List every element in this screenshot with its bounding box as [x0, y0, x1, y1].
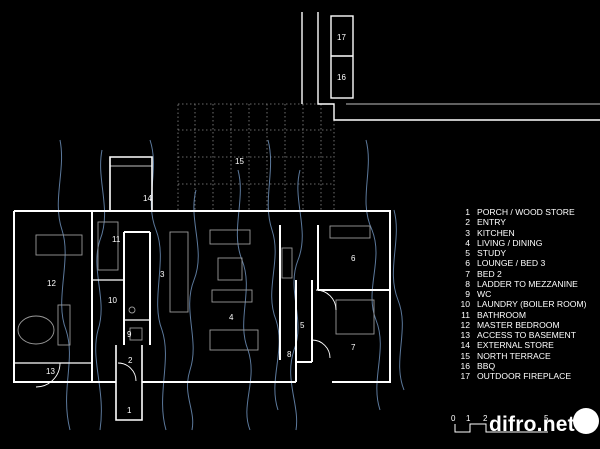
- legend-number: 3: [465, 227, 470, 238]
- legend-number: 2: [465, 217, 470, 228]
- room-legend: 1 PORCH / WOOD STORE 2 ENTRY 3 KITCHEN 4 LIV…: [454, 207, 587, 381]
- legend-number: 7: [465, 268, 470, 279]
- legend-item: 12 MASTER BEDROOM: [454, 320, 587, 330]
- room-label-15: 15: [235, 157, 244, 166]
- room-label-4: 4: [229, 313, 234, 322]
- legend-label: NORTH TERRACE: [477, 350, 551, 361]
- room-label-10: 10: [108, 296, 117, 305]
- legend-label: PORCH / WOOD STORE: [477, 207, 575, 217]
- scale-tick-0: 0: [451, 414, 456, 423]
- room-label-6: 6: [351, 254, 356, 263]
- legend-item: 7 BED 2: [454, 269, 587, 279]
- legend-label: ACCESS TO BASEMENT: [477, 330, 577, 340]
- legend-item: 3 KITCHEN: [454, 228, 587, 238]
- legend-label: LADDER TO MEZZANINE: [477, 278, 578, 289]
- legend-item: 1 PORCH / WOOD STORE: [454, 207, 587, 217]
- room-label-13: 13: [46, 367, 55, 376]
- legend-number: 11: [461, 309, 470, 320]
- legend-number: 12: [460, 319, 470, 330]
- legend-number: 4: [465, 237, 470, 248]
- legend-number: 16: [460, 360, 470, 371]
- legend-number: 17: [460, 371, 470, 381]
- legend-label: EXTERNAL STORE: [477, 340, 554, 351]
- legend-label: KITCHEN: [477, 227, 515, 238]
- legend-number: 10: [460, 299, 470, 310]
- furniture: [17, 221, 375, 351]
- legend-number: 5: [465, 248, 470, 258]
- legend-item: 5 STUDY: [454, 248, 587, 258]
- room-label-7: 7: [351, 343, 356, 352]
- door-swings: [35, 289, 337, 388]
- legend-label: BATHROOM: [477, 309, 527, 320]
- room-label-17: 17: [337, 33, 346, 42]
- legend-number: 15: [460, 350, 470, 361]
- legend-label: LIVING / DINING: [477, 237, 543, 248]
- scale-tick-2: 2: [483, 414, 488, 423]
- legend-label: BED 2: [477, 268, 502, 279]
- legend-item: 9 WC: [454, 289, 587, 299]
- legend-number: 1: [465, 207, 470, 217]
- scale-tick-5: 5: [544, 414, 549, 423]
- legend-item: 6 LOUNGE / BED 3: [454, 258, 587, 268]
- legend-number: 13: [460, 330, 470, 340]
- legend-item: 8 LADDER TO MEZZANINE: [454, 279, 587, 289]
- legend-label: ENTRY: [477, 217, 506, 228]
- external-store-walls: [109, 156, 153, 211]
- room-label-2: 2: [128, 356, 133, 365]
- scale-tick-1: 1: [466, 414, 471, 423]
- room-label-3: 3: [160, 270, 165, 279]
- legend-number: 14: [460, 340, 470, 351]
- legend-item: 10 LAUNDRY (BOILER ROOM): [454, 299, 587, 310]
- room-label-14: 14: [143, 194, 152, 203]
- legend-number: 9: [465, 289, 470, 299]
- legend-item: 11 BATHROOM: [454, 310, 587, 320]
- legend-number: 8: [465, 278, 470, 289]
- scale-bar: [454, 423, 548, 433]
- watermark-text: difro.net: [489, 413, 575, 436]
- bbq-fireplace-structure: [301, 12, 600, 121]
- room-label-12: 12: [47, 279, 56, 288]
- room-label-5: 5: [300, 321, 305, 330]
- legend-label: LAUNDRY (BOILER ROOM): [477, 299, 587, 310]
- house-walls: [13, 210, 391, 421]
- legend-item: 15 NORTH TERRACE: [454, 351, 587, 361]
- legend-label: WC: [477, 289, 492, 299]
- room-label-11: 11: [112, 235, 121, 244]
- legend-item: 17 OUTDOOR FIREPLACE: [454, 371, 587, 381]
- room-label-1: 1: [127, 406, 132, 415]
- legend-number: 6: [465, 258, 470, 269]
- legend-label: MASTER BEDROOM: [477, 319, 560, 330]
- legend-item: 4 LIVING / DINING: [454, 238, 587, 248]
- room-label-16: 16: [337, 73, 346, 82]
- legend-label: STUDY: [477, 248, 507, 258]
- legend-item: 2 ENTRY: [454, 217, 587, 227]
- watermark-logo-icon: [573, 408, 599, 434]
- legend-item: 16 BBQ: [454, 361, 587, 371]
- north-terrace-deck: [177, 103, 335, 212]
- room-label-9: 9: [127, 330, 132, 339]
- room-label-8: 8: [287, 350, 292, 359]
- legend-label: BBQ: [477, 360, 496, 371]
- legend-item: 14 EXTERNAL STORE: [454, 340, 587, 350]
- legend-label: OUTDOOR FIREPLACE: [477, 371, 572, 381]
- legend-label: LOUNGE / BED 3: [477, 258, 546, 269]
- legend-item: 13 ACCESS TO BASEMENT: [454, 330, 587, 340]
